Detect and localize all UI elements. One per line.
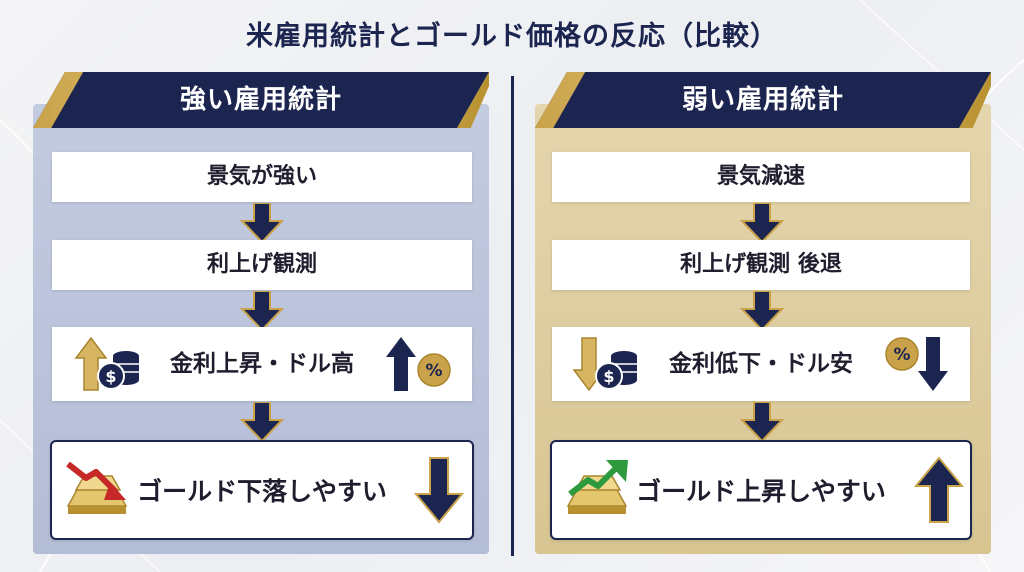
coin-stack-dollar-icon: $ xyxy=(97,351,139,390)
weak-step-3-label: 金利低下・ドル安 xyxy=(669,351,853,377)
percent-symbol: % xyxy=(425,361,442,381)
navy-up-arrow-icon xyxy=(386,337,416,391)
strong-step-2-label: 利上げ観測 xyxy=(206,252,317,277)
strong-flow-arrow-2-icon xyxy=(240,291,284,331)
up-trend-arrow-icon xyxy=(568,460,628,497)
strong-header-banner xyxy=(33,72,489,128)
strong-step-1: 景気が強い xyxy=(52,152,472,202)
navy-down-arrow-icon xyxy=(413,457,465,524)
strong-flow-arrow-3-icon xyxy=(240,402,284,442)
dollar-symbol: $ xyxy=(603,367,614,386)
page-title: 米雇用統計とゴールド価格の反応（比較） xyxy=(246,21,778,52)
down-trend-arrow-icon xyxy=(66,461,126,500)
strong-step-1-label: 景気が強い xyxy=(206,164,317,189)
dollar-symbol: $ xyxy=(105,367,116,386)
strong-flow-arrow-1-icon xyxy=(240,203,284,243)
weak-flow-arrow-3-icon xyxy=(740,402,784,442)
weak-step-2-label: 利上げ観測 後退 xyxy=(680,252,842,277)
navy-down-arrow-icon xyxy=(918,337,948,391)
strong-step-3-label: 金利上昇・ドル高 xyxy=(170,351,354,377)
weak-flow-arrow-2-icon xyxy=(740,291,784,331)
weak-flow-arrow-1-icon xyxy=(740,203,784,243)
center-divider xyxy=(511,76,514,556)
percent-coin-icon: % xyxy=(417,353,451,387)
weak-header-banner xyxy=(535,72,991,128)
navy-up-arrow-icon xyxy=(913,456,965,523)
strong-step-2: 利上げ観測 xyxy=(52,240,472,290)
weak-step-2: 利上げ観測 後退 xyxy=(552,240,970,290)
weak-header-title: 弱い雇用統計 xyxy=(681,85,844,115)
percent-symbol: % xyxy=(893,345,910,365)
weak-step-1: 景気減速 xyxy=(552,152,970,202)
strong-result-label: ゴールド下落しやすい xyxy=(137,477,387,506)
strong-header-title: 強い雇用統計 xyxy=(179,85,342,115)
weak-step-1-label: 景気減速 xyxy=(716,164,805,189)
percent-coin-icon: % xyxy=(885,337,919,371)
gold-up-arrow-icon xyxy=(74,336,108,391)
coin-stack-dollar-icon: $ xyxy=(595,351,637,390)
weak-result-label: ゴールド上昇しやすい xyxy=(636,477,886,506)
